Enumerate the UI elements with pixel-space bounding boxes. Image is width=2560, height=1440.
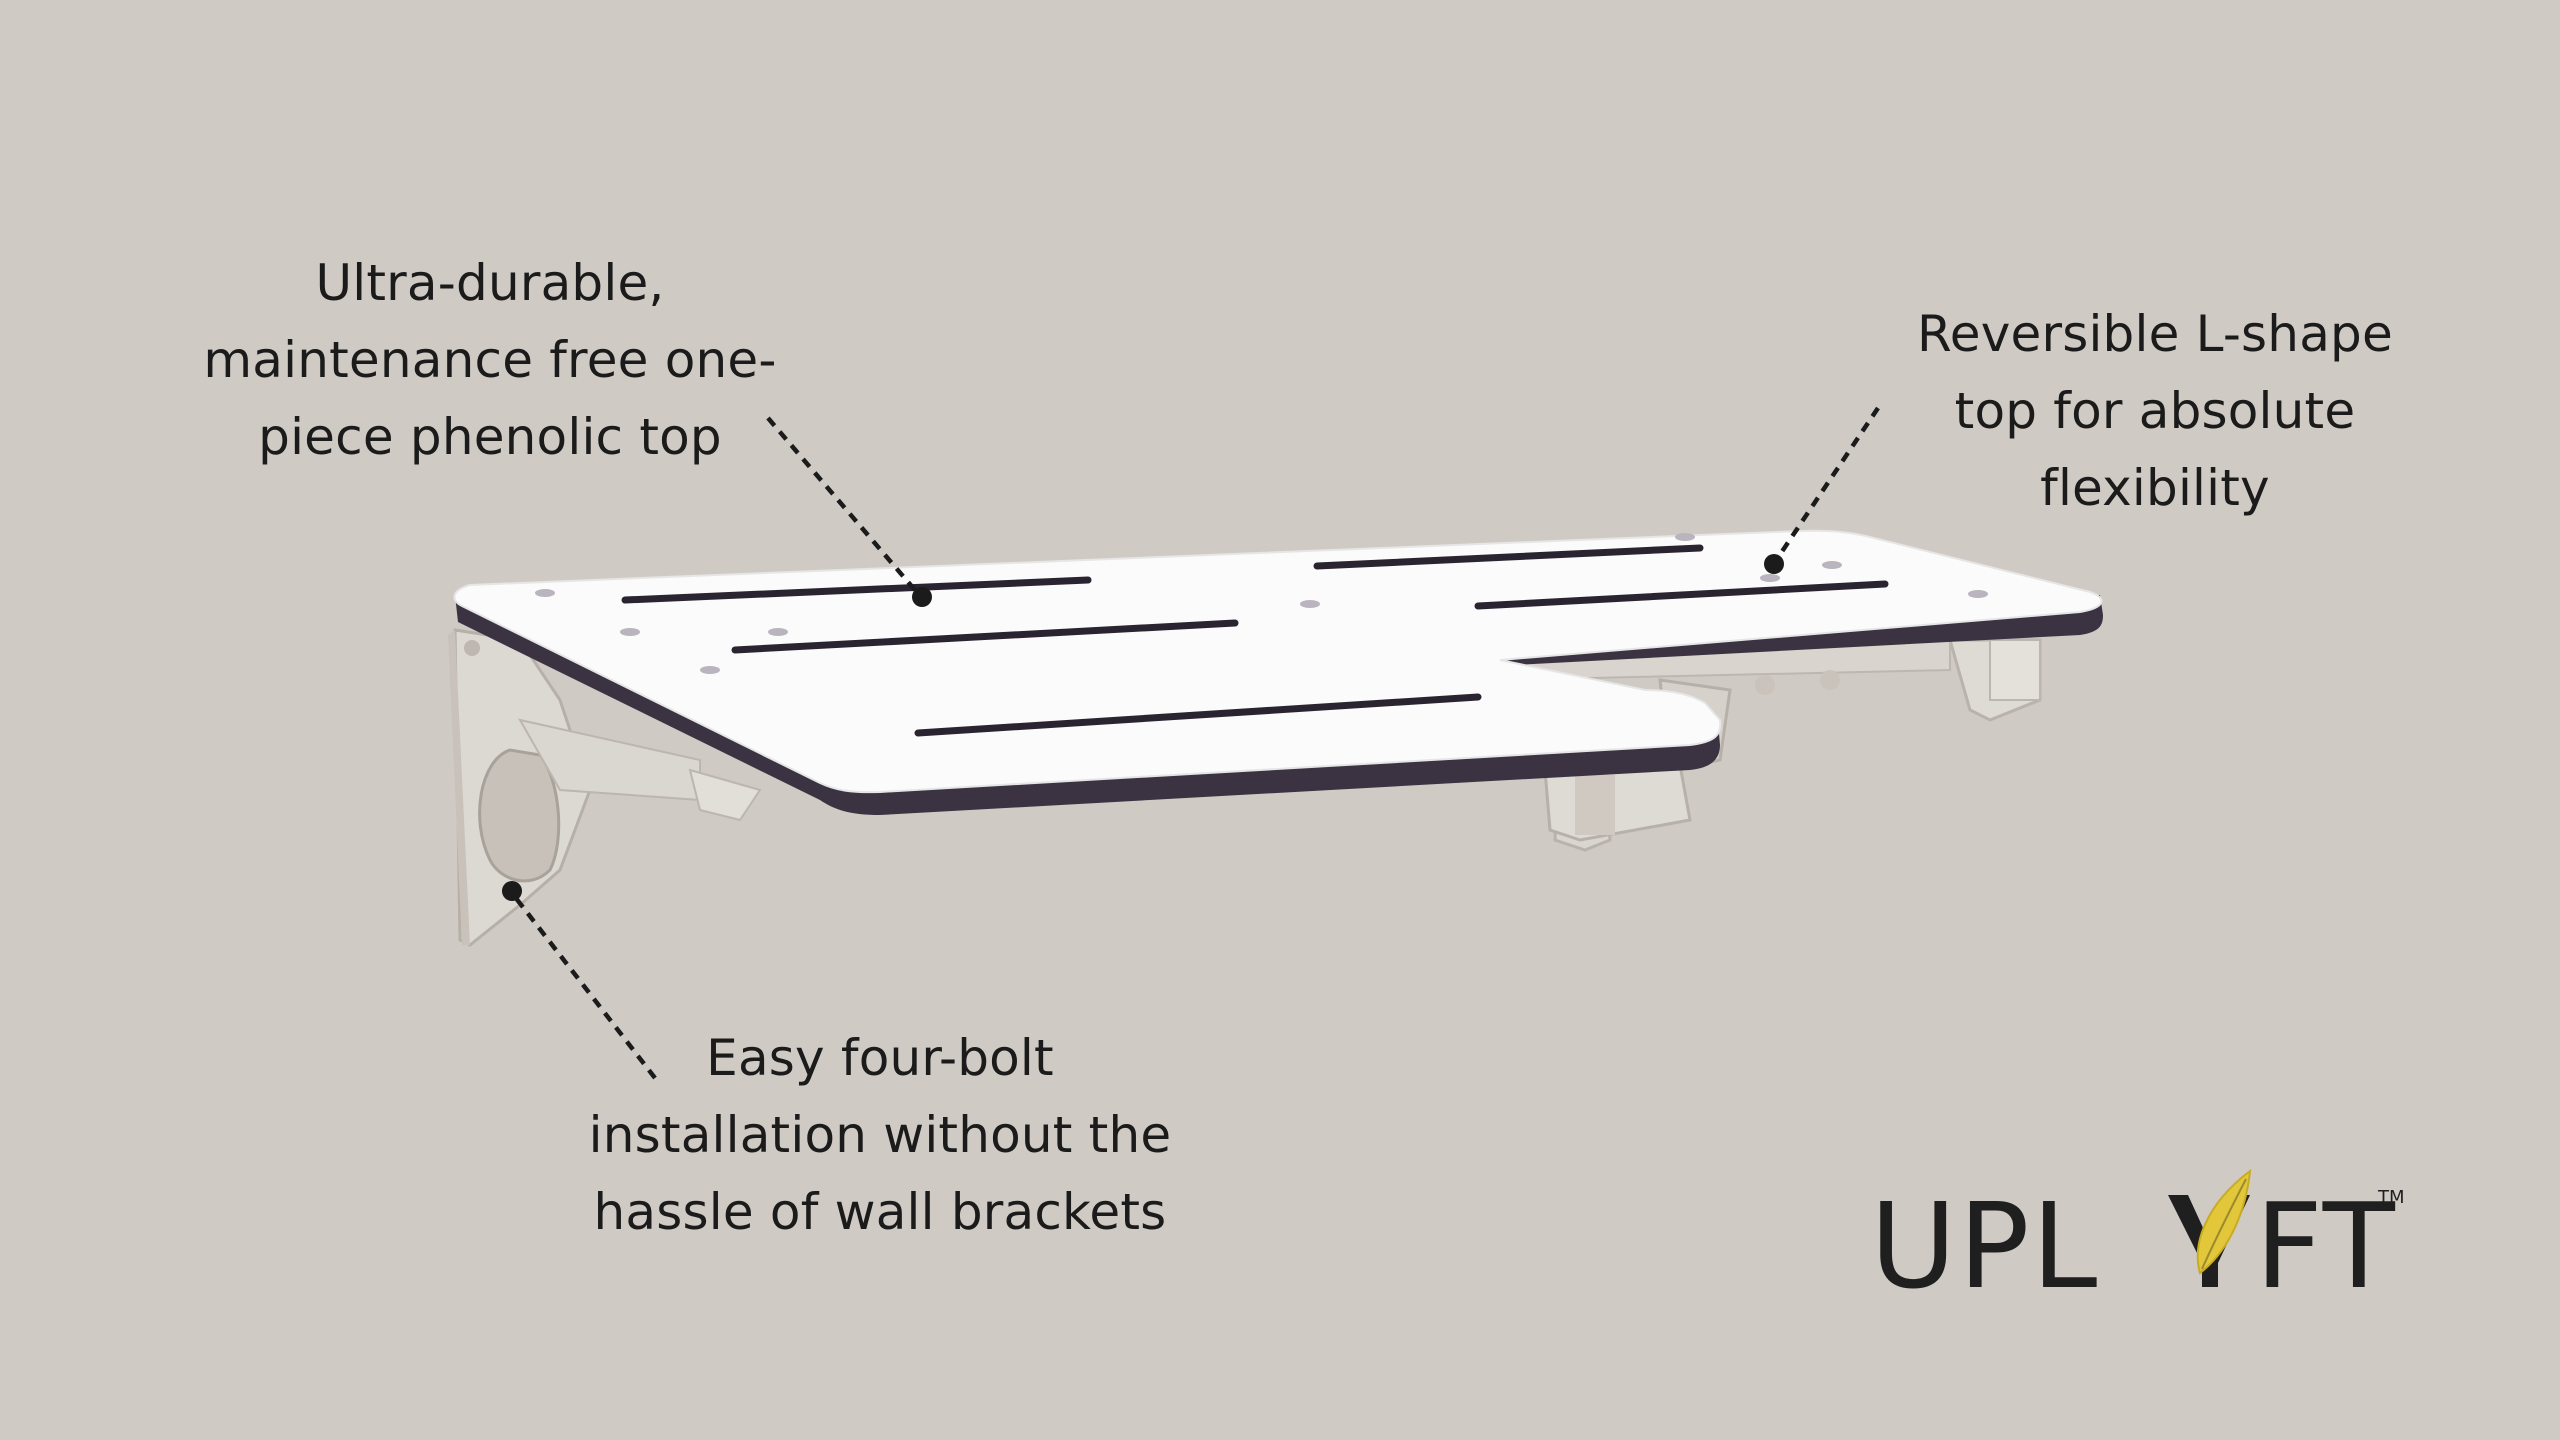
front-support [1543, 763, 1692, 842]
bolt-holes [535, 533, 1988, 674]
panel-slots [621, 544, 1889, 737]
callout-line: maintenance free one- [203, 331, 777, 389]
logo-trademark: TM [2377, 1187, 2405, 1208]
callout-four-bolt: Easy four-bolt installation without the … [520, 1020, 1240, 1251]
leader-line-l-shape [1773, 406, 1880, 564]
callout-line: piece phenolic top [258, 408, 722, 466]
leader-line-bolt [510, 891, 657, 1080]
callout-l-shape: Reversible L-shape top for absolute flex… [1840, 296, 2470, 527]
callout-line: hassle of wall brackets [593, 1183, 1167, 1241]
leader-line-phenolic-top [766, 416, 922, 598]
callout-phenolic-top: Ultra-durable, maintenance free one- pie… [130, 245, 850, 476]
wall-bracket [448, 628, 762, 947]
callout-line: Easy four-bolt [706, 1029, 1054, 1087]
leader-dots [502, 554, 1784, 901]
callout-line: Ultra-durable, [315, 254, 665, 312]
callout-line: Reversible L-shape [1917, 305, 2393, 363]
logo-y-leaf-icon [2168, 1168, 2252, 1287]
logo-text-right: FT [2255, 1177, 2397, 1305]
logo-text-left: UPL [1870, 1177, 2099, 1305]
uplyft-logo: UPL FT TM [1870, 1168, 2405, 1305]
callout-line: flexibility [2040, 459, 2270, 517]
leader-lines [510, 406, 1880, 1080]
callout-line: installation without the [588, 1106, 1172, 1164]
callout-line: top for absolute [1954, 382, 2356, 440]
